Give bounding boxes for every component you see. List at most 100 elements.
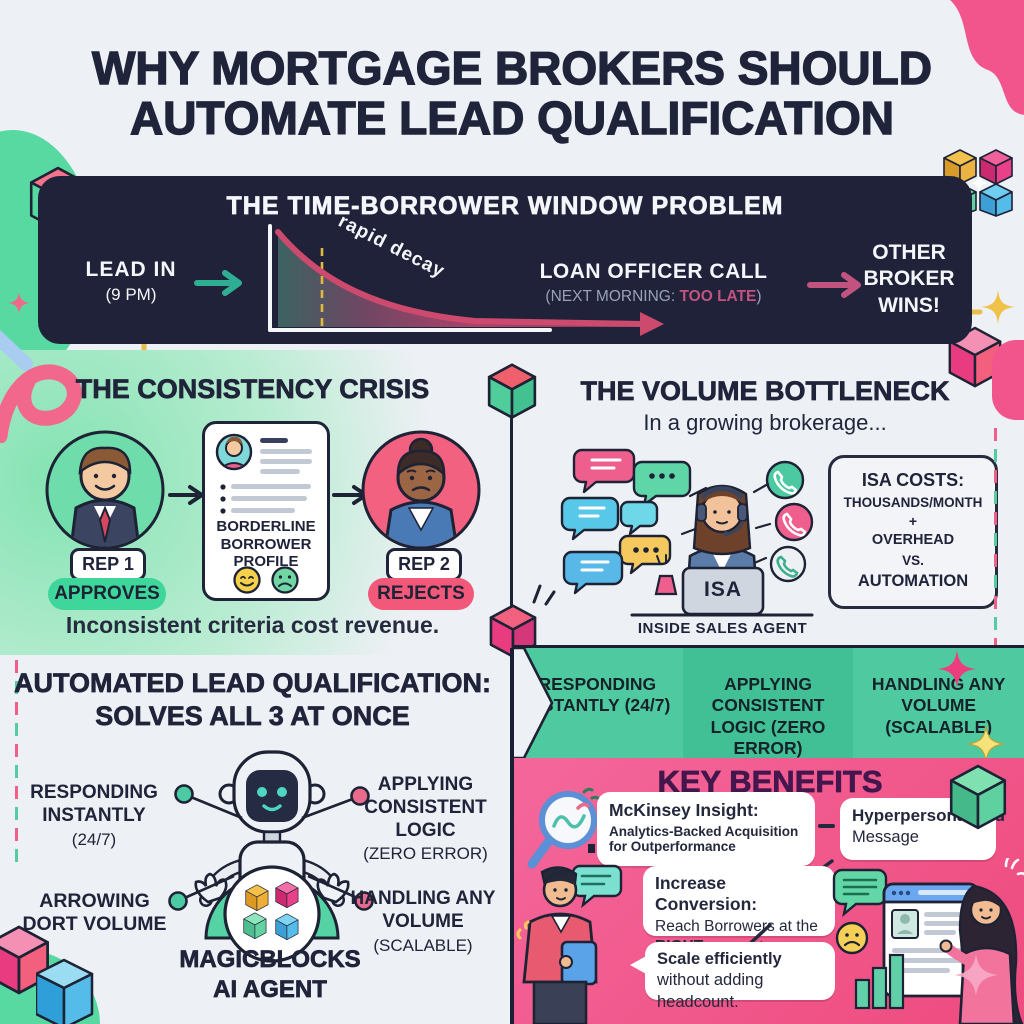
rep2-avatar xyxy=(361,430,481,550)
isa-caption: INSIDE SALES AGENT xyxy=(637,620,808,637)
label-applying-logic: APPLYING CONSISTENT LOGIC (ZERO ERROR) xyxy=(348,774,503,865)
analytics-magnifier-icon xyxy=(527,787,602,869)
band-item-2-main: APPLYING CONSISTENT LOGIC xyxy=(710,674,825,737)
costs-title: ISA COSTS: xyxy=(861,470,965,490)
benefits-right-illustration xyxy=(832,858,1024,1024)
agent-name-line1: MAGICBLOCKS xyxy=(179,946,361,974)
card3-bold: Increase Conversion: xyxy=(655,873,758,914)
rep2-verdict: REJECTS xyxy=(368,578,474,610)
pink-blob-top-right-icon xyxy=(950,0,1024,115)
consistency-title: THE CONSISTENCY CRISIS xyxy=(75,374,430,405)
consistency-caption: Inconsistent criteria cost revenue. xyxy=(65,612,440,638)
rep1-label: REP 1 xyxy=(70,548,146,581)
band-top-border xyxy=(512,645,1024,648)
label-tl-sub: (24/7) xyxy=(71,829,117,849)
band-item-3-main: HANDLING ANY VOLUME xyxy=(871,674,1006,716)
benefit-card-scale: Scale efficiently without adding headcou… xyxy=(645,942,835,1011)
costs-plus: + xyxy=(908,513,918,529)
profile-line3: PROFILE xyxy=(233,553,299,571)
label-responding-instantly: RESPONDING INSTANTLY (24/7) xyxy=(18,782,170,850)
call-sub-post: ) xyxy=(756,288,762,305)
banner-title: THE TIME-BORROWER WINDOW PROBLEM xyxy=(226,192,784,221)
volume-title: THE VOLUME BOTTLENECK xyxy=(580,376,950,407)
lead-in-label: LEAD IN xyxy=(85,258,177,281)
label-br-sub: (SCALABLE) xyxy=(373,935,473,955)
benefit-card-mckinsey: McKinsey Insight: Analytics-Backed Acqui… xyxy=(597,792,815,866)
borrower-profile-card: BORDERLINE BORROWER PROFILE xyxy=(202,421,330,601)
profile-card-content-icon xyxy=(215,433,312,514)
loan-officer-label: LOAN OFFICER CALL xyxy=(539,260,768,283)
label-br-main: HANDLING ANY VOLUME xyxy=(350,888,496,932)
isa-illustration xyxy=(560,448,814,617)
loan-officer-block: LOAN OFFICER CALL (NEXT MORNING: TOO LAT… xyxy=(516,260,791,306)
card3-line1: Reach Borrowers at the xyxy=(655,918,818,935)
card4-tail-icon xyxy=(630,955,648,975)
costs-vs: VS. xyxy=(902,553,924,568)
rep1-verdict: APPROVES xyxy=(48,578,166,610)
emphasis-ticks-icon xyxy=(532,584,556,606)
other-broker-block: OTHER BROKER WINS! xyxy=(846,240,972,319)
dashed-divider-right xyxy=(994,428,997,648)
rep2-label: REP 2 xyxy=(386,548,462,581)
call-sub-late: TOO LATE xyxy=(679,288,757,305)
label-tr-sub: (ZERO ERROR) xyxy=(363,844,488,864)
benefit-card-conversion: Increase Conversion: Reach Borrowers at … xyxy=(643,866,835,955)
band-item-1-sub: (24/7) xyxy=(624,695,671,716)
pink-blob-right-edge xyxy=(992,340,1024,420)
band-item-3-sub: (SCALABLE) xyxy=(885,716,993,737)
benefit-band: RESPONDING INSTANTLY (24/7) APPLYING CON… xyxy=(512,648,1024,758)
benefits-man-illustration xyxy=(516,864,623,1024)
band-chevron-notch-icon xyxy=(510,648,554,758)
section-divider-vertical xyxy=(510,648,514,1024)
agent-name-line2: AI AGENT xyxy=(213,976,327,1004)
profile-line2: BORROWER xyxy=(220,535,312,553)
page-title: WHY MORTGAGE BROKERS SHOULD AUTOMATE LEA… xyxy=(0,42,1024,144)
page-title-line2: AUTOMATE LEAD QUALIFICATION xyxy=(129,91,895,144)
label-handling-volume: HANDLING ANY VOLUME (SCALABLE) xyxy=(348,888,498,956)
divider-cube-top-icon xyxy=(487,363,537,419)
ai-robot-illustration xyxy=(194,750,350,963)
card4-rest: without adding headcount. xyxy=(657,971,764,1011)
divider-line xyxy=(510,408,513,618)
blue-box-bottom-left-icon xyxy=(36,958,94,1024)
card1-bold: McKinsey Insight: xyxy=(609,800,759,820)
profile-line1: BORDERLINE xyxy=(216,518,316,535)
lead-in-time: (9 PM) xyxy=(105,285,157,304)
green-cube-benefits-icon xyxy=(949,764,1007,830)
band-item-volume: HANDLING ANY VOLUME (SCALABLE) xyxy=(853,648,1024,758)
volume-subtitle: In a growing brokerage... xyxy=(643,410,887,435)
band-item-2-sub: (ZERO ERROR) xyxy=(733,716,826,759)
teal-arrow-icon xyxy=(194,270,242,296)
loan-officer-sub: (NEXT MORNING: TOO LATE) xyxy=(516,288,791,306)
card2-rest: Message xyxy=(852,828,919,846)
costs-line1: THOUSANDS/MONTH xyxy=(843,495,983,510)
yellow-sparkle-band-icon xyxy=(968,726,1004,762)
pink-sparkle-band-icon xyxy=(938,650,976,688)
solution-title-line2: SOLVES ALL 3 AT ONCE xyxy=(95,701,410,732)
label-tl-main: RESPONDING INSTANTLY xyxy=(30,782,158,826)
call-sub-pre: (NEXT MORNING: xyxy=(545,288,680,305)
band-item-logic: APPLYING CONSISTENT LOGIC (ZERO ERROR) xyxy=(682,648,854,759)
decay-curve-chart xyxy=(268,224,664,336)
lead-in-block: LEAD IN (9 PM) xyxy=(60,258,202,305)
connector-dots-lines xyxy=(168,784,374,911)
costs-line2: OVERHEAD xyxy=(871,532,955,548)
label-tr-main: APPLYING CONSISTENT LOGIC xyxy=(364,774,487,841)
dashed-divider-left xyxy=(15,660,18,865)
card-connector-dash xyxy=(818,824,835,828)
rep1-avatar xyxy=(45,430,165,550)
solution-title-line1: AUTOMATED LEAD QUALIFICATION: xyxy=(14,668,492,699)
label-bl-main: ARROWING DORT VOLUME xyxy=(22,890,167,936)
card4-bold: Scale efficiently xyxy=(657,950,782,968)
card1-line2: for Outperformance xyxy=(609,839,736,854)
pink-arrow-icon xyxy=(807,272,861,298)
time-borrower-banner: THE TIME-BORROWER WINDOW PROBLEM LEAD IN… xyxy=(38,176,972,344)
pink-diamond-left-icon xyxy=(8,292,30,314)
emoji-happy-sad-icons xyxy=(233,566,299,594)
isa-laptop-label: ISA xyxy=(703,578,742,601)
pink-box-bottom-left-icon xyxy=(0,925,49,995)
isa-costs-box: ISA COSTS: THOUSANDS/MONTH + OVERHEAD VS… xyxy=(828,455,998,609)
costs-line3: AUTOMATION xyxy=(857,572,969,590)
page-title-line1: WHY MORTGAGE BROKERS SHOULD xyxy=(91,42,932,94)
